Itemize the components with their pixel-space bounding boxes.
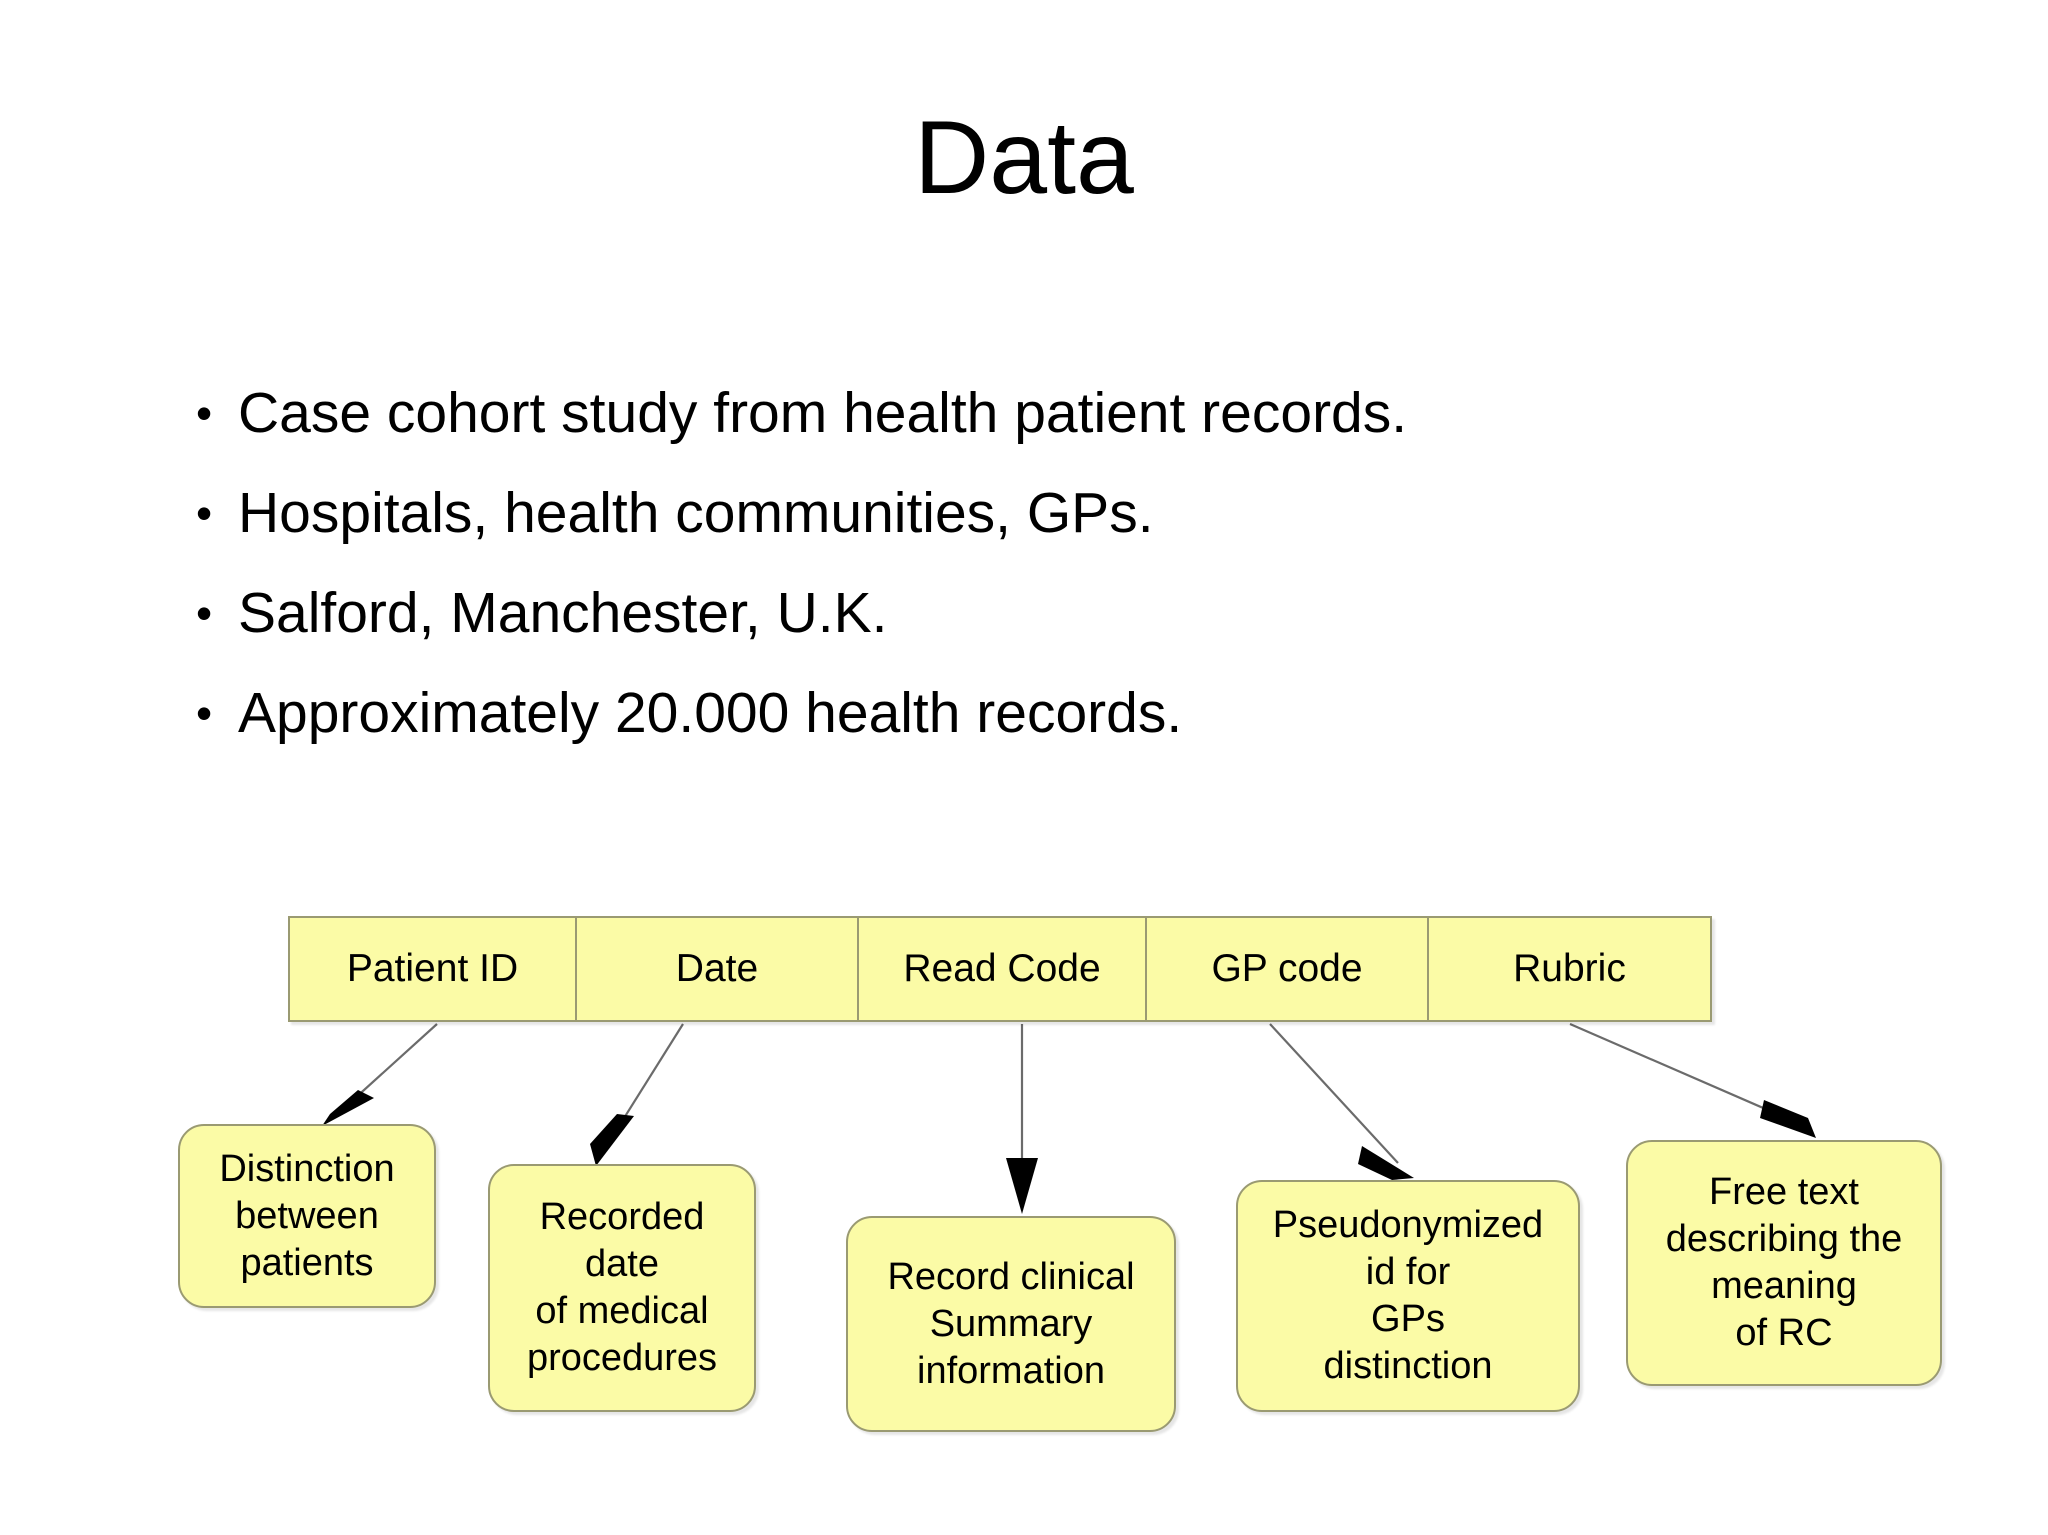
note-line: describing the [1665,1218,1903,1260]
bullet-item-1: • Hospitals, health communities, GPs. [196,482,1896,544]
connector-line-0 [341,1023,438,1111]
note-line: Recorded [539,1196,705,1238]
note-line: id for [1365,1251,1451,1293]
bullet-item-3: • Approximately 20.000 health records. [196,682,1896,744]
arrowhead-0 [322,1090,374,1126]
arrowhead-1 [590,1114,634,1166]
note-line: GPs [1371,1298,1445,1340]
table-header-date: Date [577,918,859,1020]
note-line: Summary [929,1302,1093,1345]
note-line: patients [240,1241,374,1284]
connector-line-4 [1569,1022,1801,1126]
note-line: of RC [1735,1312,1833,1354]
note-box-rubric: Free text describing the meaning of RC [1626,1140,1942,1386]
note-line: of medical [535,1290,709,1332]
note-line: Record clinical [887,1255,1135,1298]
note-line: distinction [1323,1345,1493,1387]
note-line: procedures [526,1337,718,1379]
note-box-patient-id: Distinction between patients [178,1124,436,1308]
bullet-marker-icon: • [196,587,213,639]
arrowhead-4 [1760,1100,1816,1138]
connector-line-1 [603,1023,684,1151]
note-box-read-code: Record clinical Summary information [846,1216,1176,1432]
note-line: date [585,1243,659,1285]
note-line: information [917,1349,1105,1392]
table-header-read-code: Read Code [859,918,1147,1020]
bullet-text-1: Hospitals, health communities, GPs. [238,481,1154,545]
note-line: meaning [1711,1265,1857,1307]
bullet-item-2: • Salford, Manchester, U.K. [196,582,1896,644]
bullet-text-3: Approximately 20.000 health records. [238,681,1183,745]
page-title: Data [914,100,1134,216]
table-header-patient-id: Patient ID [290,918,577,1020]
note-line: Distinction [219,1147,395,1190]
record-structure-table: Patient ID Date Read Code GP code Rubric [288,916,1712,1022]
bullet-marker-icon: • [196,387,213,439]
note-line: Free text [1709,1171,1859,1213]
bullet-item-0: • Case cohort study from health patient … [196,382,1896,444]
arrowhead-2 [1006,1158,1038,1214]
bullet-marker-icon: • [196,687,213,739]
bullet-marker-icon: • [196,487,213,539]
note-box-gp-code: Pseudonymized id for GPs distinction [1236,1180,1580,1412]
note-line: between [235,1194,379,1237]
connector-line-3 [1269,1023,1399,1164]
arrowhead-3 [1358,1146,1414,1180]
table-header-gp-code: GP code [1147,918,1429,1020]
note-line: Pseudonymized [1272,1204,1544,1246]
bullet-list: • Case cohort study from health patient … [196,382,1896,782]
table-header-rubric: Rubric [1429,918,1710,1020]
note-box-date: Recorded date of medical procedures [488,1164,756,1412]
bullet-text-0: Case cohort study from health patient re… [238,381,1408,445]
bullet-text-2: Salford, Manchester, U.K. [238,581,888,645]
